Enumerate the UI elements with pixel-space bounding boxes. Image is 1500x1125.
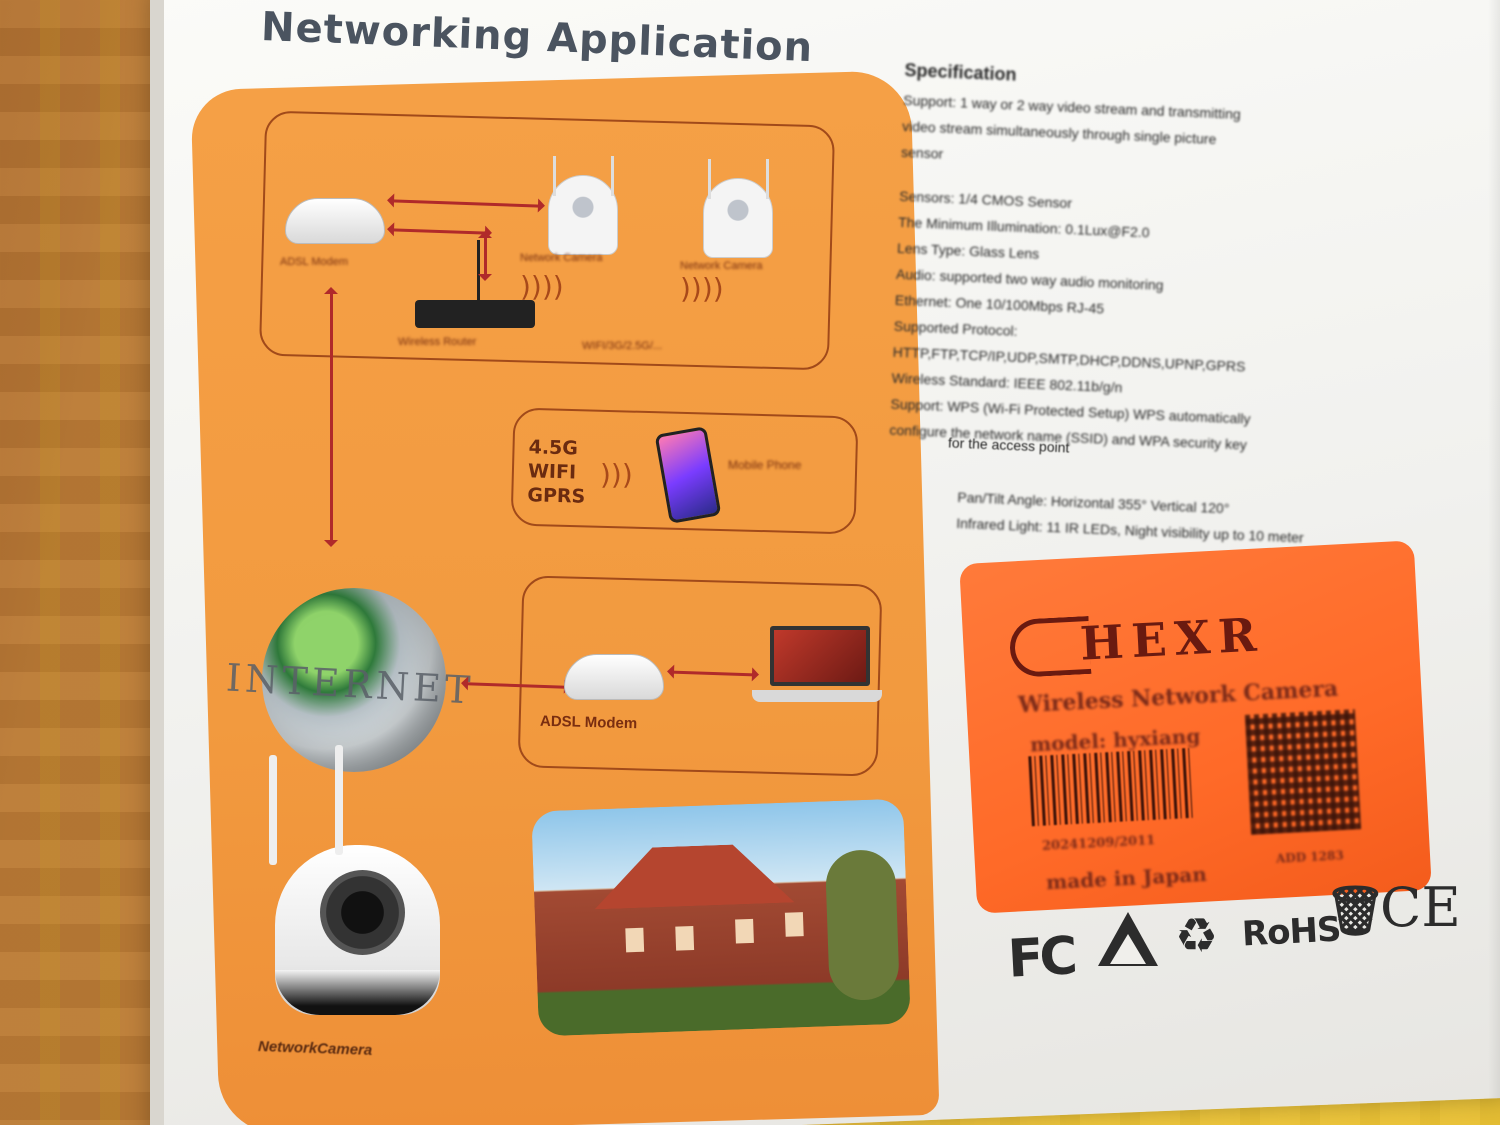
laptop-icon (770, 626, 870, 686)
barcode (1028, 747, 1197, 827)
house-photo (531, 798, 911, 1037)
house-window (735, 918, 754, 944)
wifi-waves-icon: )))) (680, 272, 724, 305)
compliance-triangle-inner (1110, 934, 1146, 964)
specification-block: Specification Support: 1 way or 2 way vi… (889, 60, 1465, 466)
device-label: ADSL Modem (280, 256, 349, 268)
antenna (335, 745, 343, 855)
house-roof (593, 842, 795, 909)
product-box-edge (150, 0, 164, 1125)
internet-link-arrow (324, 287, 338, 547)
laptop-base (752, 690, 882, 702)
wooden-background (0, 0, 170, 1125)
mobile-phone-label: Mobile Phone (728, 458, 802, 472)
wifi-waves-icon: ))) (600, 458, 633, 491)
adsl-modem-icon (564, 654, 664, 700)
house-window (675, 925, 695, 951)
adsl-modem-label: ADSL Modem (539, 712, 638, 733)
wifi-waves-icon: )))) (520, 270, 564, 303)
device-label: WIFI/3G/2.5G/... (582, 340, 663, 352)
network-camera-icon (548, 156, 618, 255)
device-label: Network Camera (520, 252, 603, 264)
camera-base (275, 970, 440, 1015)
wireless-router-icon (415, 240, 535, 328)
weee-bin-icon: 🗑 (1325, 883, 1386, 939)
camera-lens (320, 870, 405, 955)
house-window (625, 927, 645, 953)
qr-code (1244, 709, 1362, 835)
adsl-modem-icon (285, 198, 385, 244)
recycle-icon: ♻ (1175, 908, 1219, 964)
fc-mark-icon: FC (1006, 926, 1076, 990)
connection-arrow (478, 231, 492, 281)
device-label: Network Camera (680, 260, 763, 272)
ce-mark-icon: CE (1380, 876, 1461, 939)
internet-globe-icon (262, 588, 446, 772)
network-camera-image (269, 745, 440, 1015)
device-label: Wireless Router (398, 336, 477, 348)
network-camera-icon (703, 159, 773, 258)
antenna (269, 755, 277, 865)
brand-logo: HEXR (1078, 607, 1266, 671)
house-window (784, 912, 804, 937)
network-type-label: 4.5G WIFI GPRS (527, 436, 586, 508)
tree (824, 848, 900, 1002)
